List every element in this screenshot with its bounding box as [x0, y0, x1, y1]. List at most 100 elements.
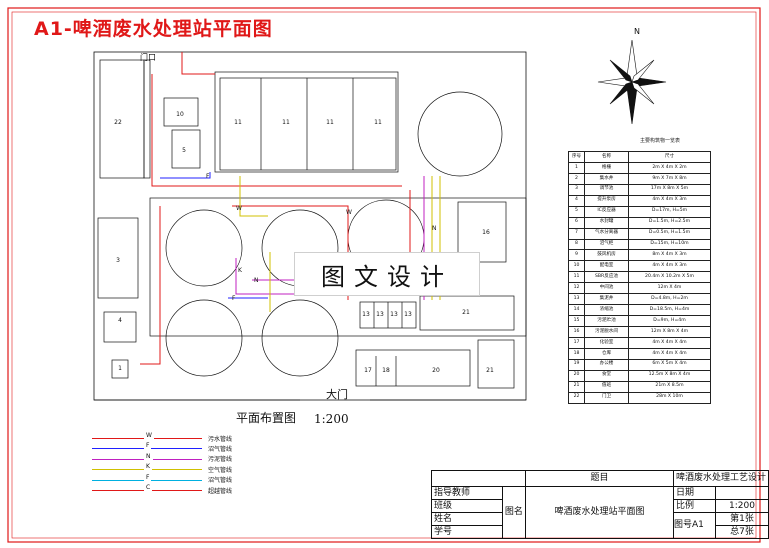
unit-label-u13d: 13 [404, 311, 412, 318]
component-name: 中间池 [584, 282, 629, 295]
scale-label: 比例 [672, 499, 716, 513]
legend-line: C [92, 483, 202, 495]
component-size: 4m X 4m X 3m [628, 194, 711, 207]
component-size: 20.4m X 10.2m X 5m [628, 271, 711, 284]
unit-label-u11c: 11 [326, 119, 334, 126]
pipe-code-k: K [238, 267, 243, 274]
unit-22 [99, 59, 145, 179]
legend-line: K [92, 463, 202, 474]
legend-label: 沼气管线 [208, 446, 233, 454]
component-header-index: 序号 [568, 151, 585, 163]
pipe-code-w: W [346, 209, 352, 216]
component-index: 11 [568, 271, 585, 284]
compass-rose [597, 39, 667, 125]
component-name: 集水井 [584, 172, 629, 185]
component-size: 21m X 8.5m [628, 380, 711, 393]
component-index: 13 [568, 293, 585, 306]
legend-row: K 空气管线 [92, 463, 233, 474]
legend-code: F [144, 473, 152, 481]
unit-14c [165, 299, 243, 377]
component-index: 18 [568, 347, 585, 360]
topic-text: 啤酒废水处理工艺设计 [672, 470, 769, 487]
component-header-size: 尺寸 [628, 151, 711, 163]
unit-14d [261, 299, 339, 377]
inner-frame [11, 11, 757, 539]
legend-row: F 沼气管线 [92, 473, 233, 485]
title-block-blank [431, 470, 526, 487]
instructor-label: 指导教师 [431, 486, 503, 500]
legend-line: F [92, 442, 202, 453]
unit-label-u17: 17 [364, 367, 372, 374]
component-size: D=15m, H=10m [628, 238, 711, 251]
unit-10 [163, 97, 199, 127]
component-index: 7 [568, 227, 585, 240]
legend-code: W [144, 432, 154, 439]
component-name: 水封罐 [584, 216, 629, 229]
component-table-title: 主要构筑物一览表 [639, 138, 680, 144]
component-size: 17m X 8m X 5m [628, 183, 711, 196]
component-size: 12m X 8m X 4m [628, 326, 711, 338]
legend-label: 空气管线 [208, 466, 233, 474]
units-17-20 [355, 349, 471, 387]
unit-21 [419, 295, 515, 331]
component-size: D=4.8m, H=2m [628, 293, 711, 306]
sheet-no-value: A1 [691, 520, 704, 530]
topic-label: 题目 [524, 470, 674, 487]
component-size: 8m X 4m X 3m [628, 249, 711, 262]
component-index: 2 [568, 172, 585, 185]
legend-label: 超越管线 [208, 487, 233, 495]
component-name: 浓缩池 [584, 304, 629, 317]
unit-label-u13a: 13 [362, 311, 370, 318]
component-size: 9m X 7m X 8m [628, 172, 711, 185]
unit-14a [165, 209, 243, 287]
unit-label-u3: 3 [116, 257, 120, 264]
component-header-name: 名称 [584, 151, 629, 163]
legend-row: W 污水管线 [92, 432, 233, 443]
title-block: 题目 啤酒废水处理工艺设计 指导教师 图名 啤酒废水处理站平面图 日期 班级 比… [431, 470, 769, 539]
component-index: 21 [568, 380, 585, 393]
legend-label: 污水管线 [208, 435, 233, 443]
component-name: 污泥贮池 [584, 315, 629, 327]
scale-value: 1:200 [714, 499, 769, 513]
legend-line: F [92, 473, 202, 485]
unit-1 [111, 359, 129, 379]
component-index: 14 [568, 304, 585, 317]
component-index: 4 [568, 194, 585, 207]
plan-scale: 1:200 [314, 412, 349, 426]
pipe-code-w: W [236, 205, 242, 212]
sheet-index: 第1张 [714, 512, 769, 526]
legend-code: K [144, 463, 152, 471]
unit-label-u11b: 11 [282, 119, 290, 126]
component-name: 鼓风机房 [584, 249, 629, 262]
component-name: SBR反应池 [584, 271, 629, 284]
unit-16 [457, 201, 507, 263]
component-name: 食堂 [584, 369, 629, 382]
component-name: 调节池 [584, 183, 629, 196]
legend-label: 沼气管线 [208, 477, 233, 485]
component-size: D=9m, H=4m [628, 315, 711, 327]
legend-line: N [92, 452, 202, 464]
watermark: 图文设计 [294, 252, 480, 296]
unit-label-u13b: 13 [376, 311, 384, 318]
component-index: 12 [568, 282, 585, 295]
pipe-code-f: F [206, 173, 210, 180]
top-gate-label: 门口 [140, 52, 156, 62]
pipe-code-n: N [254, 277, 259, 284]
component-index: 20 [568, 369, 585, 382]
unit-label-u21: 21 [462, 309, 470, 316]
component-index: 17 [568, 336, 585, 349]
